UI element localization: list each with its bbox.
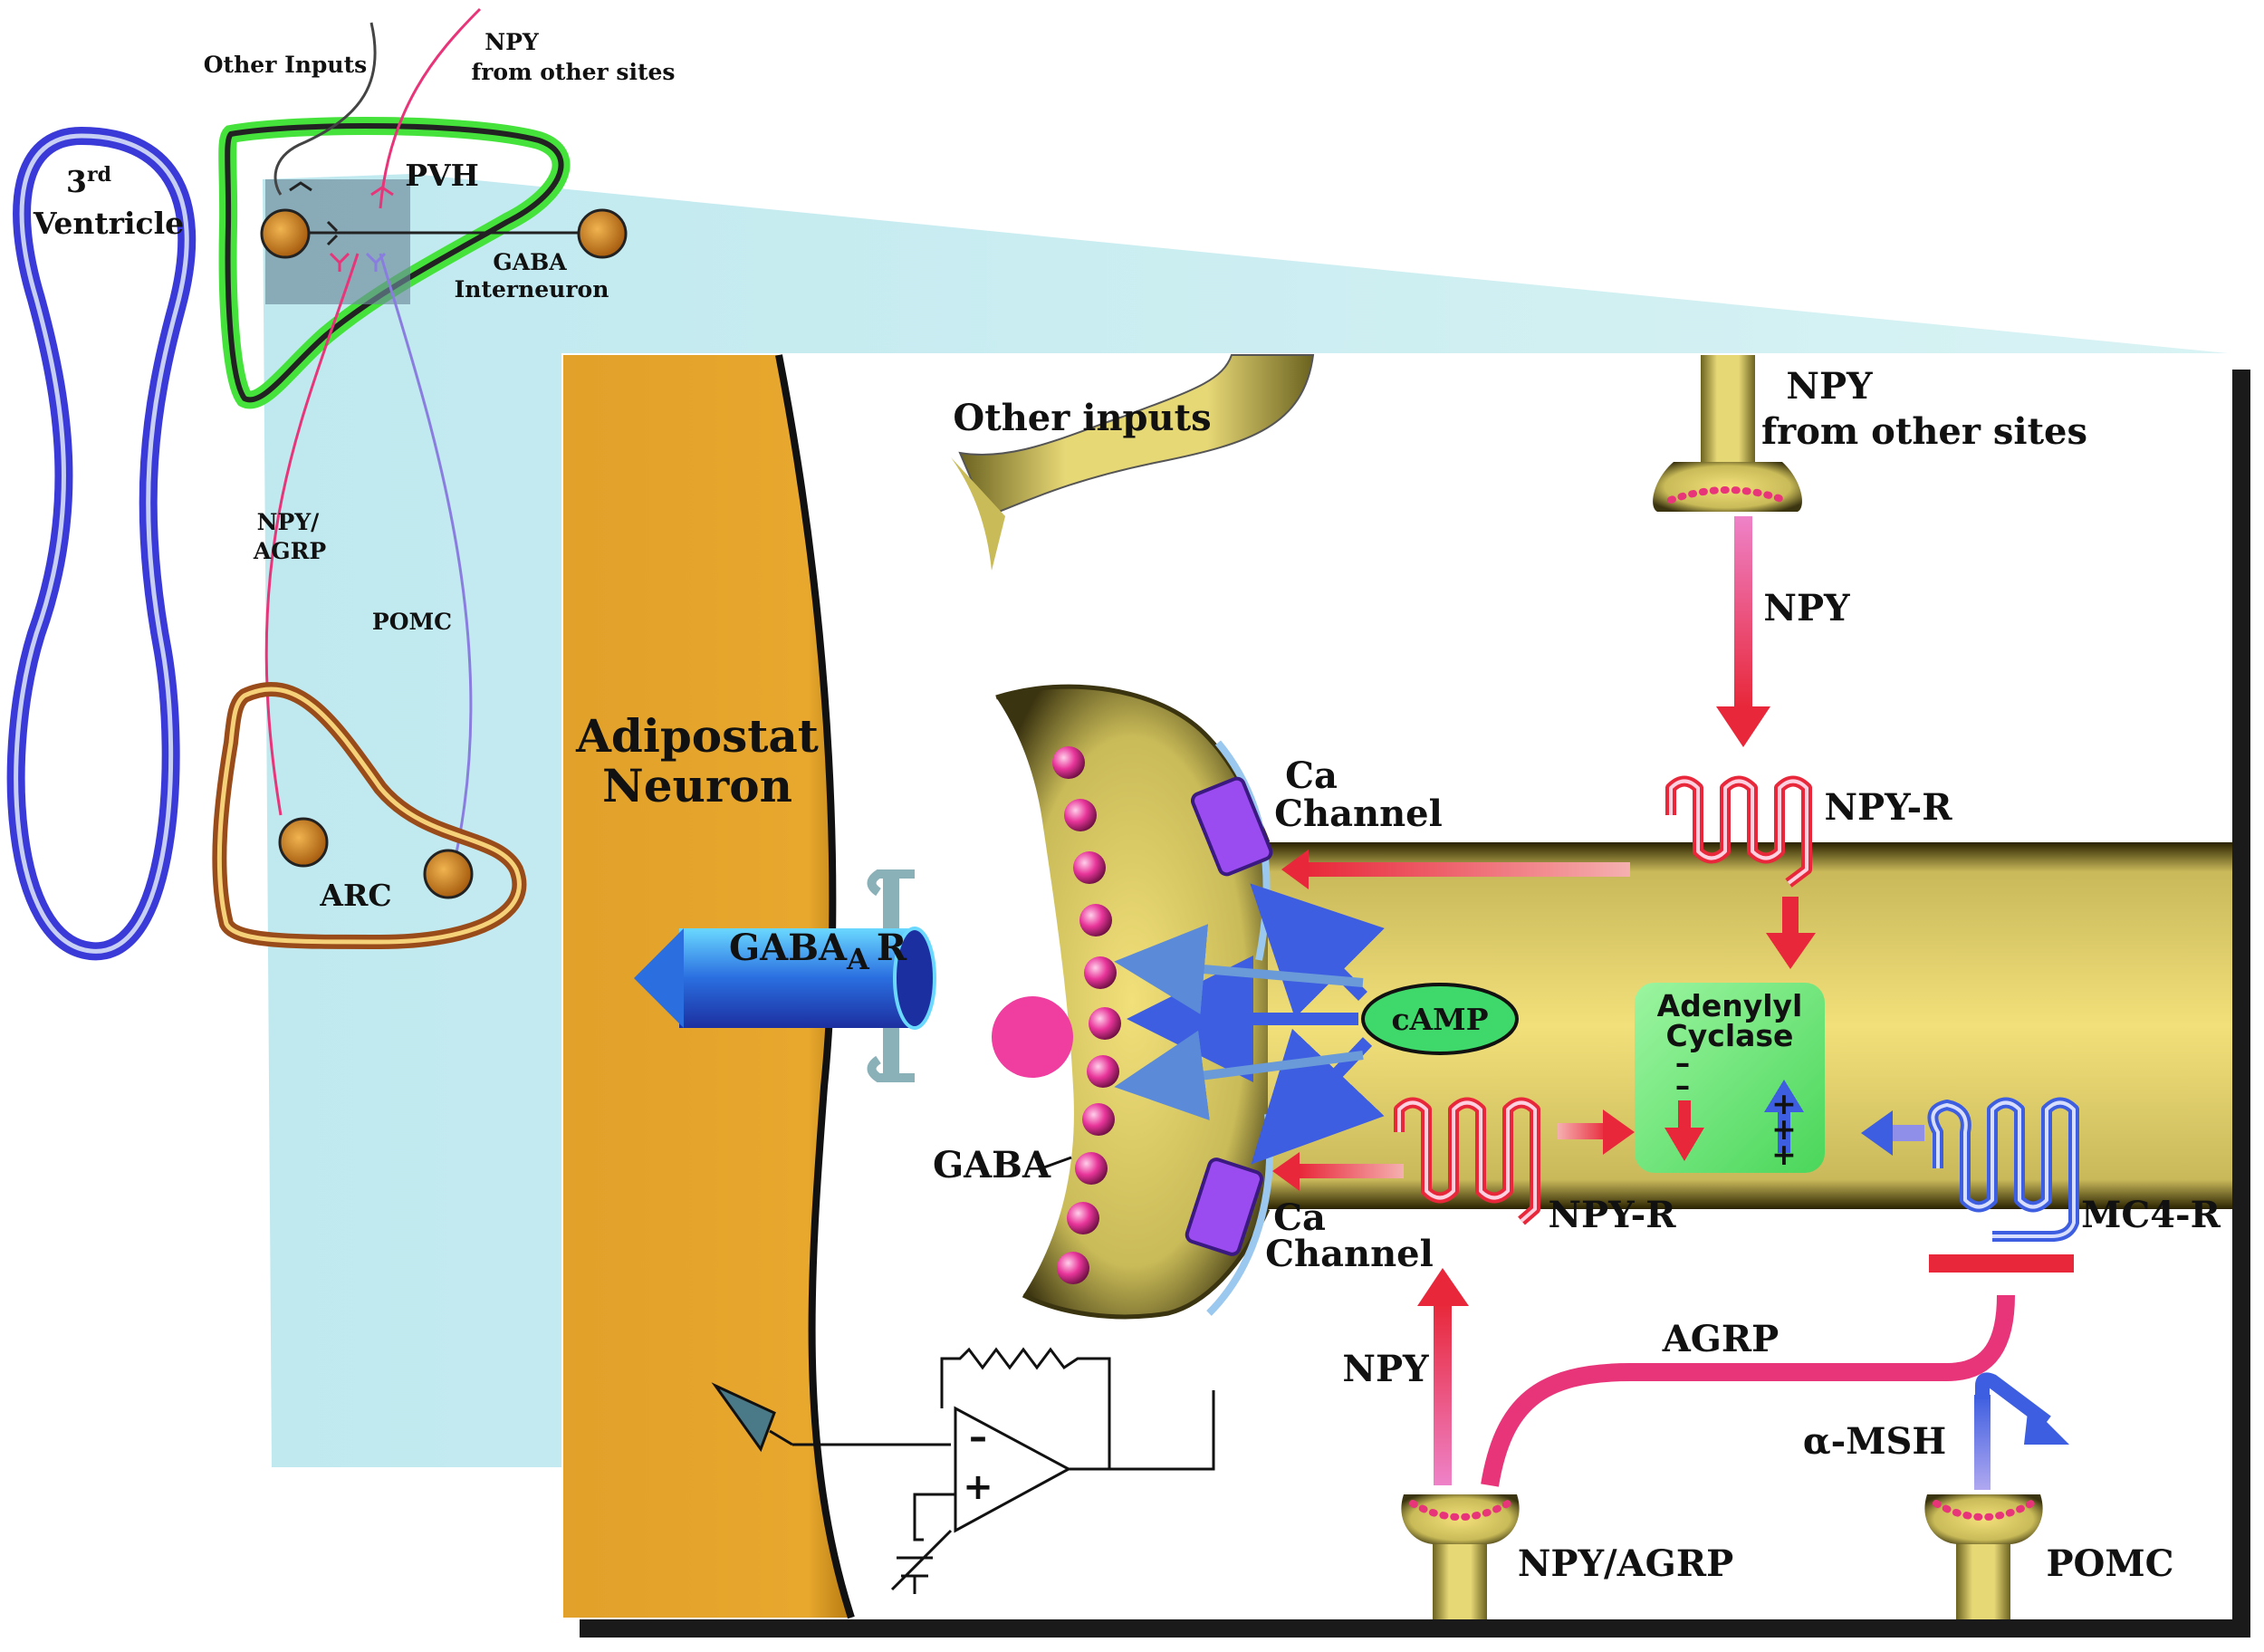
mc4r-block-bar — [1929, 1254, 2074, 1273]
npy-r-top-to-ca-arrow — [1281, 850, 1309, 889]
cyclase-plus-2: + — [1771, 1111, 1797, 1147]
pvh-neuron-soma — [260, 208, 311, 259]
adipostat-label-1: Adipostat — [575, 709, 819, 763]
overview-pomc-label: POMC — [372, 609, 452, 635]
overview-panel: 3rd Ventricle PVH Other Inputs NPY from … — [6, 7, 676, 961]
alpha-msh-label: α-MSH — [1803, 1420, 1946, 1463]
ca-bottom-label-1: Ca — [1273, 1196, 1326, 1239]
overview-npy-sites-label: from other sites — [471, 59, 675, 85]
gaba-vesicle — [1079, 904, 1112, 936]
ventricle-label: Ventricle — [33, 206, 184, 241]
pomc-fiber — [379, 253, 473, 870]
op-amp-plus: + — [963, 1466, 993, 1508]
cyclase-minus-2: – — [1675, 1068, 1691, 1103]
gaba-vesicle — [1064, 799, 1097, 831]
overview-other-inputs-label: Other Inputs — [204, 52, 367, 78]
op-amp-minus: – — [969, 1417, 987, 1458]
overview-npy-agrp-label-1: NPY/ — [257, 509, 320, 535]
agrp-label: AGRP — [1662, 1318, 1780, 1360]
gaba-vesicle — [1057, 1252, 1089, 1284]
npy-arrow-down — [1716, 706, 1770, 747]
adenylyl-label-2: Cyclase — [1666, 1018, 1794, 1053]
cyclase-plus-3: + — [1771, 1137, 1797, 1172]
pomc-axon — [1956, 1540, 2010, 1619]
arc-npy-agrp-soma — [278, 817, 329, 868]
mc4r-to-cyclase-arrow — [1861, 1110, 1893, 1156]
npy-top-label-1: NPY — [1786, 365, 1873, 408]
npy-agrp-fiber — [264, 253, 360, 816]
camp-ellipse — [1361, 983, 1519, 1055]
gaba-vesicle — [1087, 1055, 1119, 1088]
pomc-terminal-label: POMC — [2046, 1542, 2173, 1585]
npy-arrow-up — [1417, 1268, 1469, 1306]
ca-channel-top — [1190, 776, 1273, 877]
gaba-vesicle — [1075, 1152, 1108, 1185]
arc-pomc-soma — [423, 849, 474, 899]
arc-label: ARC — [319, 878, 391, 913]
npy-top-label-2: from other sites — [1761, 410, 2087, 453]
gaba-vesicle — [1084, 956, 1117, 989]
npy-r-bottom-to-cyclase-arrow — [1603, 1109, 1635, 1155]
npy-agrp-terminal — [1401, 1494, 1520, 1544]
third-ventricle-outline — [6, 126, 197, 961]
npy-other-sites-fiber — [379, 7, 482, 209]
recording-circuit — [711, 1347, 1215, 1594]
ventricle-number: 3rd — [66, 163, 111, 199]
npy-r-top-label: NPY-R — [1824, 786, 1952, 829]
gaba-vesicle — [1082, 1103, 1115, 1136]
cyclase-down-arrow — [1664, 1128, 1704, 1161]
adipostat-label-2: Neuron — [602, 759, 792, 812]
npy-r-bottom-label: NPY-R — [1548, 1194, 1676, 1236]
ca-top-label-1: Ca — [1285, 754, 1338, 797]
gaba-vesicle — [1073, 851, 1106, 884]
cyclase-up-arrow — [1764, 1080, 1804, 1112]
gaba-vesicles — [1052, 746, 1121, 1284]
npy-top-axon — [1701, 355, 1755, 464]
npy-agrp-terminal-label: NPY/AGRP — [1518, 1542, 1733, 1585]
agrp-path — [1481, 1294, 2015, 1487]
npy-r-to-cyclase-arrow — [1766, 933, 1816, 969]
overview-npy-agrp-label-2: AGRP — [253, 538, 327, 564]
adenylyl-label-1: Adenylyl — [1657, 988, 1803, 1023]
other-inputs-terminal — [951, 457, 1005, 571]
alpha-msh-arrow — [2024, 1404, 2069, 1445]
other-inputs-label: Other inputs — [953, 397, 1211, 439]
op-amp — [954, 1406, 1072, 1533]
gaba-interneuron-soma — [577, 208, 628, 259]
gaba-vesicle — [1052, 746, 1085, 779]
gabaa-receptor — [634, 869, 936, 1082]
gaba-label: GABA — [933, 1144, 1051, 1186]
pvh-label: PVH — [405, 158, 479, 193]
ca-bottom-label-2: Channel — [1265, 1233, 1434, 1275]
cyclase-minus-1: – — [1675, 1045, 1691, 1081]
projection-cone — [263, 174, 2228, 1467]
overview-npy-label: NPY — [484, 29, 540, 55]
ca-top-label-2: Channel — [1274, 792, 1443, 835]
ca-channel-bottom — [1185, 1157, 1263, 1256]
released-gaba — [992, 996, 1073, 1078]
detail-diagram: Adipostat Neuron Other inputs NPY from o… — [563, 354, 2232, 1619]
npy-arrow-label: NPY — [1763, 587, 1850, 629]
npy-left-label: NPY — [1342, 1348, 1429, 1390]
overview-gaba-label: GABA — [493, 249, 567, 275]
recording-electrode — [711, 1382, 776, 1453]
gaba-vesicle — [1089, 1007, 1121, 1040]
other-inputs-fiber — [273, 22, 377, 196]
camp-label: cAMP — [1391, 1002, 1488, 1037]
gaba-vesicle — [1067, 1202, 1099, 1234]
pomc-terminal — [1924, 1494, 2043, 1544]
mc4r-label: MC4-R — [2081, 1194, 2221, 1236]
overview-interneuron-label: Interneuron — [455, 276, 609, 303]
cyclase-plus-1: + — [1771, 1086, 1797, 1121]
npy-agrp-axon — [1433, 1540, 1487, 1619]
